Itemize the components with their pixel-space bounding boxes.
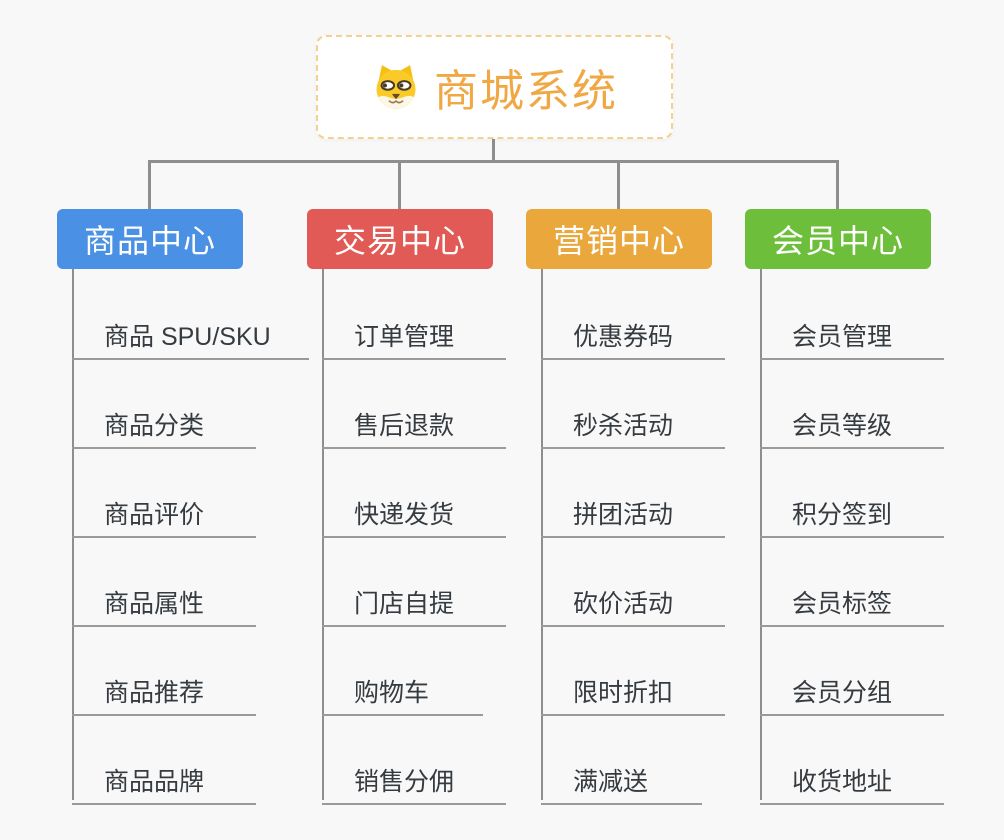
tree-item-member-level[interactable]: 会员等级 (760, 402, 944, 449)
tree-item-flash-sale[interactable]: 秒杀活动 (541, 402, 725, 449)
branch-product-center: 商品中心 商品 SPU/SKU 商品分类 商品评价 商品属性 商品推荐 商品品牌 (57, 209, 309, 805)
branch-member-center: 会员中心 会员管理 会员等级 积分签到 会员标签 会员分组 收货地址 (745, 209, 985, 805)
branch-header-marketing[interactable]: 营销中心 (526, 209, 712, 269)
branch-header-member[interactable]: 会员中心 (745, 209, 931, 269)
branch-children-spine: 商品 SPU/SKU 商品分类 商品评价 商品属性 商品推荐 商品品牌 (72, 269, 309, 805)
tree-item-product-attribute[interactable]: 商品属性 (72, 580, 256, 627)
connector-horizontal (149, 160, 839, 163)
tree-item-product-category[interactable]: 商品分类 (72, 402, 256, 449)
tree-item-member-group[interactable]: 会员分组 (760, 669, 944, 716)
branch-header-trade[interactable]: 交易中心 (307, 209, 493, 269)
branch-header-product[interactable]: 商品中心 (57, 209, 243, 269)
tree-item-coupon-code[interactable]: 优惠券码 (541, 313, 725, 360)
tree-item-shipping-address[interactable]: 收货地址 (760, 758, 944, 805)
tree-item-sales-commission[interactable]: 销售分佣 (322, 758, 506, 805)
tree-item-full-reduction[interactable]: 满减送 (541, 758, 702, 805)
tree-item-after-sale-refund[interactable]: 售后退款 (322, 402, 506, 449)
branch-children-spine: 会员管理 会员等级 积分签到 会员标签 会员分组 收货地址 (760, 269, 987, 805)
connector-branch-3 (617, 160, 620, 209)
tree-item-bargain[interactable]: 砍价活动 (541, 580, 725, 627)
branch-children-spine: 优惠券码 秒杀活动 拼团活动 砍价活动 限时折扣 满减送 (541, 269, 768, 805)
branch-marketing-center: 营销中心 优惠券码 秒杀活动 拼团活动 砍价活动 限时折扣 满减送 (526, 209, 766, 805)
tree-item-member-management[interactable]: 会员管理 (760, 313, 944, 360)
connector-branch-4 (836, 160, 839, 209)
tree-item-product-review[interactable]: 商品评价 (72, 491, 256, 538)
tree-item-product-recommend[interactable]: 商品推荐 (72, 669, 256, 716)
tree-item-order-management[interactable]: 订单管理 (322, 313, 506, 360)
tree-item-group-buy[interactable]: 拼团活动 (541, 491, 725, 538)
connector-branch-1 (148, 160, 151, 209)
tree-item-product-spu-sku[interactable]: 商品 SPU/SKU (72, 313, 309, 360)
tree-item-member-tag[interactable]: 会员标签 (760, 580, 944, 627)
tree-item-time-discount[interactable]: 限时折扣 (541, 669, 725, 716)
root-node[interactable]: 商城系统 (316, 35, 673, 139)
tree-item-product-brand[interactable]: 商品品牌 (72, 758, 256, 805)
branch-trade-center: 交易中心 订单管理 售后退款 快递发货 门店自提 购物车 销售分佣 (307, 209, 547, 805)
tree-item-cart[interactable]: 购物车 (322, 669, 483, 716)
tree-item-store-pickup[interactable]: 门店自提 (322, 580, 506, 627)
dog-face-icon (371, 62, 421, 112)
root-title: 商城系统 (434, 67, 618, 116)
branch-children-spine: 订单管理 售后退款 快递发货 门店自提 购物车 销售分佣 (322, 269, 549, 805)
tree-item-express-delivery[interactable]: 快递发货 (322, 491, 506, 538)
tree-item-points-checkin[interactable]: 积分签到 (760, 491, 944, 538)
connector-branch-2 (398, 160, 401, 209)
connector-root-stub (492, 137, 495, 161)
